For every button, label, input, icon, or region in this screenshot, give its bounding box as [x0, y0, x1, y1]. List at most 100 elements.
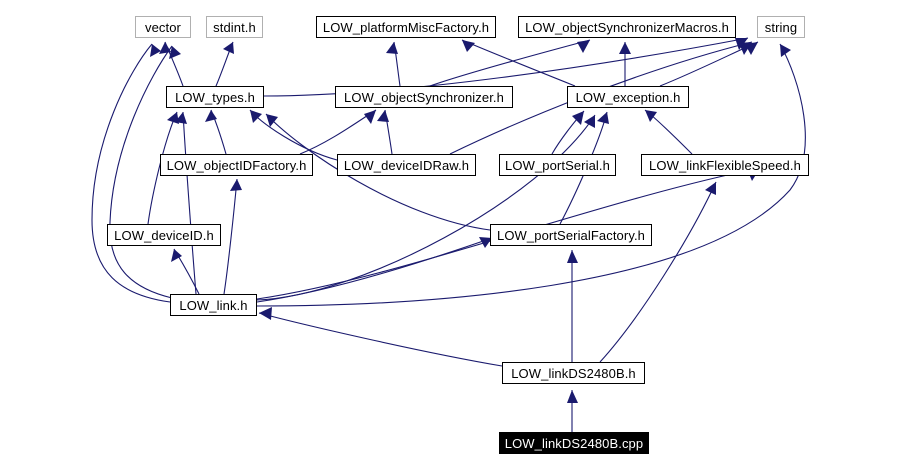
graph-node-label: LOW_objectSynchronizerMacros.h: [525, 19, 729, 35]
graph-node-label: LOW_portSerialFactory.h: [497, 227, 645, 243]
edge-types-to-string: [263, 37, 749, 97]
edge-line: [223, 178, 238, 295]
edge-line: [429, 39, 591, 87]
edge-exception-to-platformMisc: [461, 39, 576, 87]
graph-node-linkFlexSpeed[interactable]: LOW_linkFlexibleSpeed.h: [641, 154, 809, 176]
edge-line: [256, 43, 806, 307]
edge-link-to-vector: [109, 45, 181, 299]
arrowhead-icon: [175, 112, 187, 124]
graph-node-label: LOW_deviceIDRaw.h: [343, 157, 470, 173]
arrowhead-icon: [159, 42, 171, 54]
edge-link-to-objectIDFac: [223, 178, 242, 295]
graph-node-linkDS2480Bcpp: LOW_linkDS2480B.cpp: [499, 432, 649, 454]
edge-objectSync-to-syncMacros: [429, 39, 591, 87]
edge-line: [182, 111, 197, 295]
graph-node-label: LOW_link.h: [179, 297, 248, 313]
arrowhead-icon: [577, 40, 590, 53]
edge-objectSync-to-platformMisc: [386, 41, 401, 87]
arrowhead-icon: [567, 390, 578, 403]
graph-node-label: LOW_linkDS2480B.h: [511, 365, 636, 381]
arrowhead-icon: [230, 179, 242, 191]
edge-line: [256, 114, 596, 301]
edge-portSerial-to-exception: [551, 110, 585, 155]
edge-linkDS2480Bh-to-link: [258, 307, 503, 367]
edge-link-to-vector: [91, 43, 171, 303]
arrowhead-icon: [705, 182, 716, 195]
edge-line: [91, 43, 171, 303]
edge-line: [249, 109, 338, 161]
edge-portSerialFac-to-types: [265, 113, 491, 231]
arrowhead-icon: [619, 42, 631, 54]
edge-line: [599, 181, 717, 363]
arrowhead-icon: [584, 115, 595, 128]
graph-node-portSerial[interactable]: LOW_portSerial.h: [499, 154, 616, 176]
arrowhead-icon: [377, 110, 389, 122]
arrowhead-icon: [572, 111, 584, 125]
edge-types-to-vector: [159, 41, 184, 87]
arrowhead-icon: [250, 110, 262, 123]
arrowhead-icon: [386, 42, 398, 54]
graph-node-types[interactable]: LOW_types.h: [166, 86, 264, 108]
edge-line: [461, 39, 576, 87]
edge-link-to-exception: [256, 114, 596, 301]
arrowhead-icon: [150, 44, 161, 57]
graph-node-deviceID[interactable]: LOW_deviceID.h: [107, 224, 221, 246]
edge-line: [109, 45, 173, 299]
graph-node-linkDS2480Bh[interactable]: LOW_linkDS2480B.h: [502, 362, 645, 384]
arrowhead-icon: [266, 114, 278, 127]
arrowhead-icon: [205, 110, 217, 122]
arrowhead-icon: [223, 42, 234, 54]
graph-node-label: LOW_objectIDFactory.h: [166, 157, 307, 173]
graph-node-string[interactable]: string: [757, 16, 805, 38]
graph-node-label: LOW_deviceID.h: [114, 227, 214, 243]
edge-line: [256, 237, 493, 303]
edge-linkDS2480Bh-to-linkFlexSpeed: [599, 181, 717, 363]
edge-line: [263, 37, 749, 97]
edge-objectIDFac-to-objectSync: [299, 109, 377, 155]
graph-node-objectIDFac[interactable]: LOW_objectIDFactory.h: [160, 154, 313, 176]
edge-link-to-deviceID: [171, 248, 200, 295]
edge-types-to-stdint: [215, 41, 234, 87]
graph-node-exception[interactable]: LOW_exception.h: [567, 86, 689, 108]
graph-node-label: LOW_objectSynchronizer.h: [344, 89, 504, 105]
graph-node-stdint[interactable]: stdint.h: [206, 16, 263, 38]
graph-node-label: string: [764, 19, 798, 35]
graph-node-label: LOW_platformMiscFactory.h: [322, 19, 490, 35]
arrowhead-icon: [169, 46, 181, 59]
arrowhead-icon: [645, 110, 657, 122]
edge-link-to-types: [175, 111, 197, 295]
graph-node-objectSync[interactable]: LOW_objectSynchronizer.h: [335, 86, 513, 108]
graph-node-portSerialFac[interactable]: LOW_portSerialFactory.h: [490, 224, 652, 246]
edge-line: [147, 111, 178, 225]
arrowhead-icon: [597, 112, 609, 124]
edge-link-to-string: [256, 43, 806, 307]
graph-node-label: LOW_types.h: [175, 89, 255, 105]
edge-line: [299, 109, 377, 155]
arrowhead-icon: [567, 250, 578, 263]
arrowhead-icon: [259, 307, 272, 320]
arrowhead-icon: [171, 249, 182, 262]
edge-line: [258, 312, 503, 367]
graph-node-deviceIDRaw[interactable]: LOW_deviceIDRaw.h: [337, 154, 476, 176]
graph-node-label: LOW_linkDS2480B.cpp: [504, 435, 644, 451]
graph-node-syncMacros[interactable]: LOW_objectSynchronizerMacros.h: [518, 16, 736, 38]
graph-node-vector[interactable]: vector: [135, 16, 191, 38]
graph-node-link[interactable]: LOW_link.h: [170, 294, 257, 316]
edge-deviceIDRaw-to-objectSync: [377, 109, 393, 155]
edge-linkFlexSpeed-to-exception: [644, 109, 693, 155]
edge-link-to-portSerialFac: [256, 237, 493, 303]
edge-deviceIDRaw-to-types: [249, 109, 338, 161]
graph-node-label: LOW_exception.h: [575, 89, 681, 105]
edge-objectIDFac-to-types: [205, 109, 227, 155]
graph-node-label: vector: [144, 19, 181, 35]
edge-linkDS2480Bcpp-to-linkDS2480Bh: [567, 390, 578, 433]
edge-line: [265, 113, 491, 231]
graph-node-label: LOW_portSerial.h: [505, 157, 610, 173]
edge-linkDS2480Bh-to-portSerialFac: [567, 250, 578, 363]
graph-node-platformMisc[interactable]: LOW_platformMiscFactory.h: [316, 16, 496, 38]
arrowhead-icon: [462, 40, 475, 52]
arrowhead-icon: [780, 44, 791, 57]
graph-node-label: stdint.h: [213, 19, 256, 35]
